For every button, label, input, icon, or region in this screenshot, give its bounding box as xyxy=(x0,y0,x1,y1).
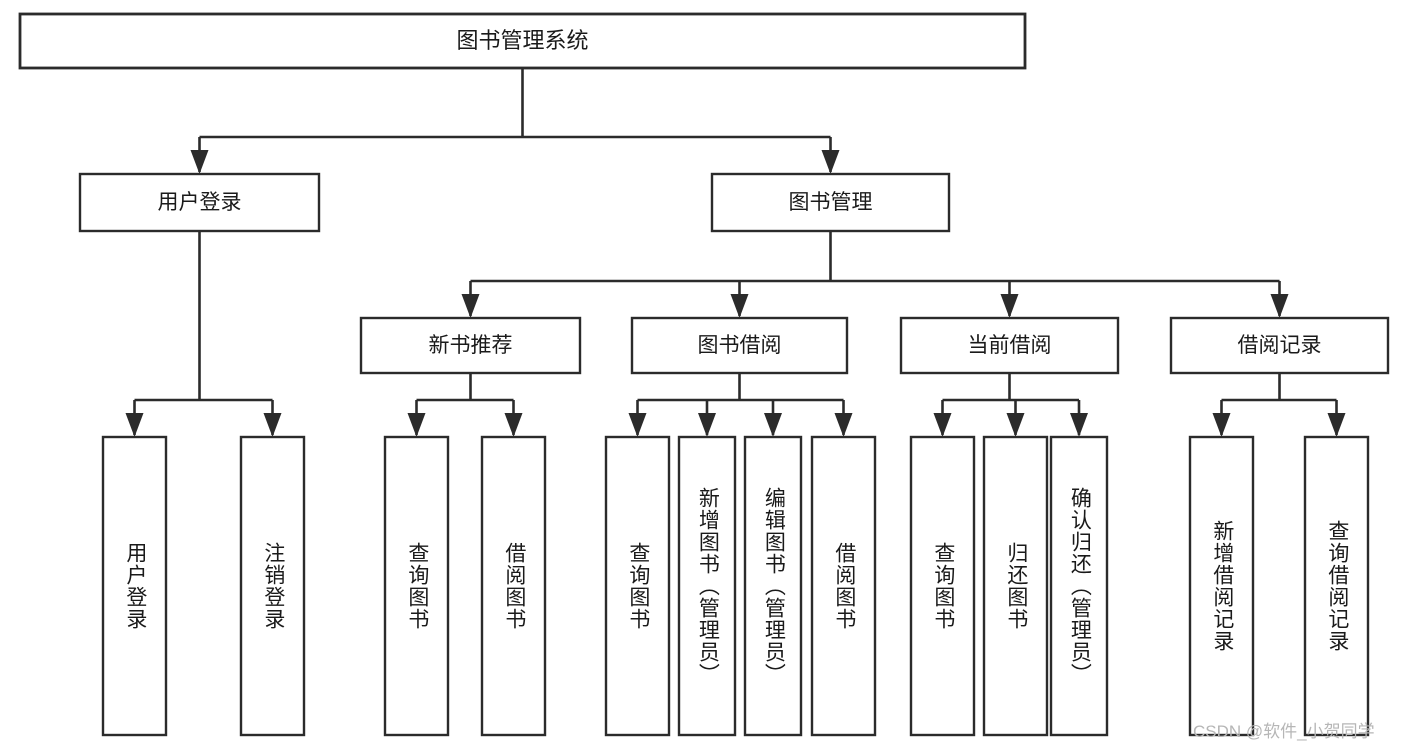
arrow-head-new-book-rec-to-leaf-rec-query-book xyxy=(407,413,426,437)
node-box-leaf-bb-add-book[interactable] xyxy=(677,435,737,737)
node-label-book-borrow: 图书借阅 xyxy=(698,334,782,357)
arrow-head-user-login-to-leaf-user-login xyxy=(125,413,144,437)
node-box-new-book-rec[interactable] xyxy=(359,316,582,375)
arrow-head-book-manage-to-current-borrow xyxy=(1000,294,1019,318)
arrow-head-borrow-record-to-leaf-br-add-record xyxy=(1212,413,1231,437)
node-box-leaf-user-logout[interactable] xyxy=(239,435,306,737)
node-box-leaf-bb-edit-book[interactable] xyxy=(743,435,803,737)
node-box-current-borrow[interactable] xyxy=(899,316,1120,375)
arrow-head-user-login-to-leaf-user-logout xyxy=(263,413,282,437)
node-label-current-borrow: 当前借阅 xyxy=(968,334,1052,357)
node-box-leaf-rec-borrow-book[interactable] xyxy=(480,435,547,737)
node-box-leaf-rec-query-book[interactable] xyxy=(383,435,450,737)
node-box-user-login[interactable] xyxy=(78,172,321,233)
arrow-head-book-borrow-to-leaf-bb-query-book xyxy=(628,413,647,437)
node-box-borrow-record[interactable] xyxy=(1169,316,1390,375)
arrow-head-root-to-user-login xyxy=(190,150,209,174)
arrow-head-current-borrow-to-leaf-cb-return-book xyxy=(1006,413,1025,437)
arrow-head-book-borrow-to-leaf-bb-borrow-book xyxy=(834,413,853,437)
node-box-leaf-bb-query-book[interactable] xyxy=(604,435,671,737)
node-layer xyxy=(18,12,1390,737)
node-box-leaf-cb-query-book[interactable] xyxy=(909,435,976,737)
arrow-head-book-manage-to-book-borrow xyxy=(730,294,749,318)
connector-layer xyxy=(125,68,1346,437)
arrow-head-book-borrow-to-leaf-bb-edit-book xyxy=(764,413,782,437)
node-label-borrow-record: 借阅记录 xyxy=(1238,334,1322,357)
node-box-book-borrow[interactable] xyxy=(630,316,849,375)
node-box-leaf-bb-borrow-book[interactable] xyxy=(810,435,877,737)
node-box-leaf-cb-confirm-return[interactable] xyxy=(1049,435,1109,737)
node-label-new-book-rec: 新书推荐 xyxy=(429,334,513,357)
node-box-leaf-cb-return-book[interactable] xyxy=(982,435,1049,737)
arrow-head-borrow-record-to-leaf-br-query-record xyxy=(1327,413,1346,437)
node-box-book-manage[interactable] xyxy=(710,172,951,233)
arrow-head-new-book-rec-to-leaf-rec-borrow-book xyxy=(504,413,523,437)
arrow-head-book-manage-to-new-book-rec xyxy=(461,294,480,318)
arrow-head-book-borrow-to-leaf-bb-add-book xyxy=(698,413,716,437)
node-box-leaf-user-login[interactable] xyxy=(101,435,168,737)
node-label-root: 图书管理系统 xyxy=(456,28,588,53)
node-box-leaf-br-query-record[interactable] xyxy=(1303,435,1370,737)
node-label-user-login: 用户登录 xyxy=(158,191,242,214)
node-box-root[interactable] xyxy=(18,12,1027,70)
arrow-head-book-manage-to-borrow-record xyxy=(1270,294,1289,318)
arrow-head-current-borrow-to-leaf-cb-confirm-return xyxy=(1070,413,1088,437)
node-label-book-manage: 图书管理 xyxy=(789,191,873,214)
arrow-head-root-to-book-manage xyxy=(821,150,840,174)
node-box-leaf-br-add-record[interactable] xyxy=(1188,435,1255,737)
arrow-head-current-borrow-to-leaf-cb-query-book xyxy=(933,413,952,437)
